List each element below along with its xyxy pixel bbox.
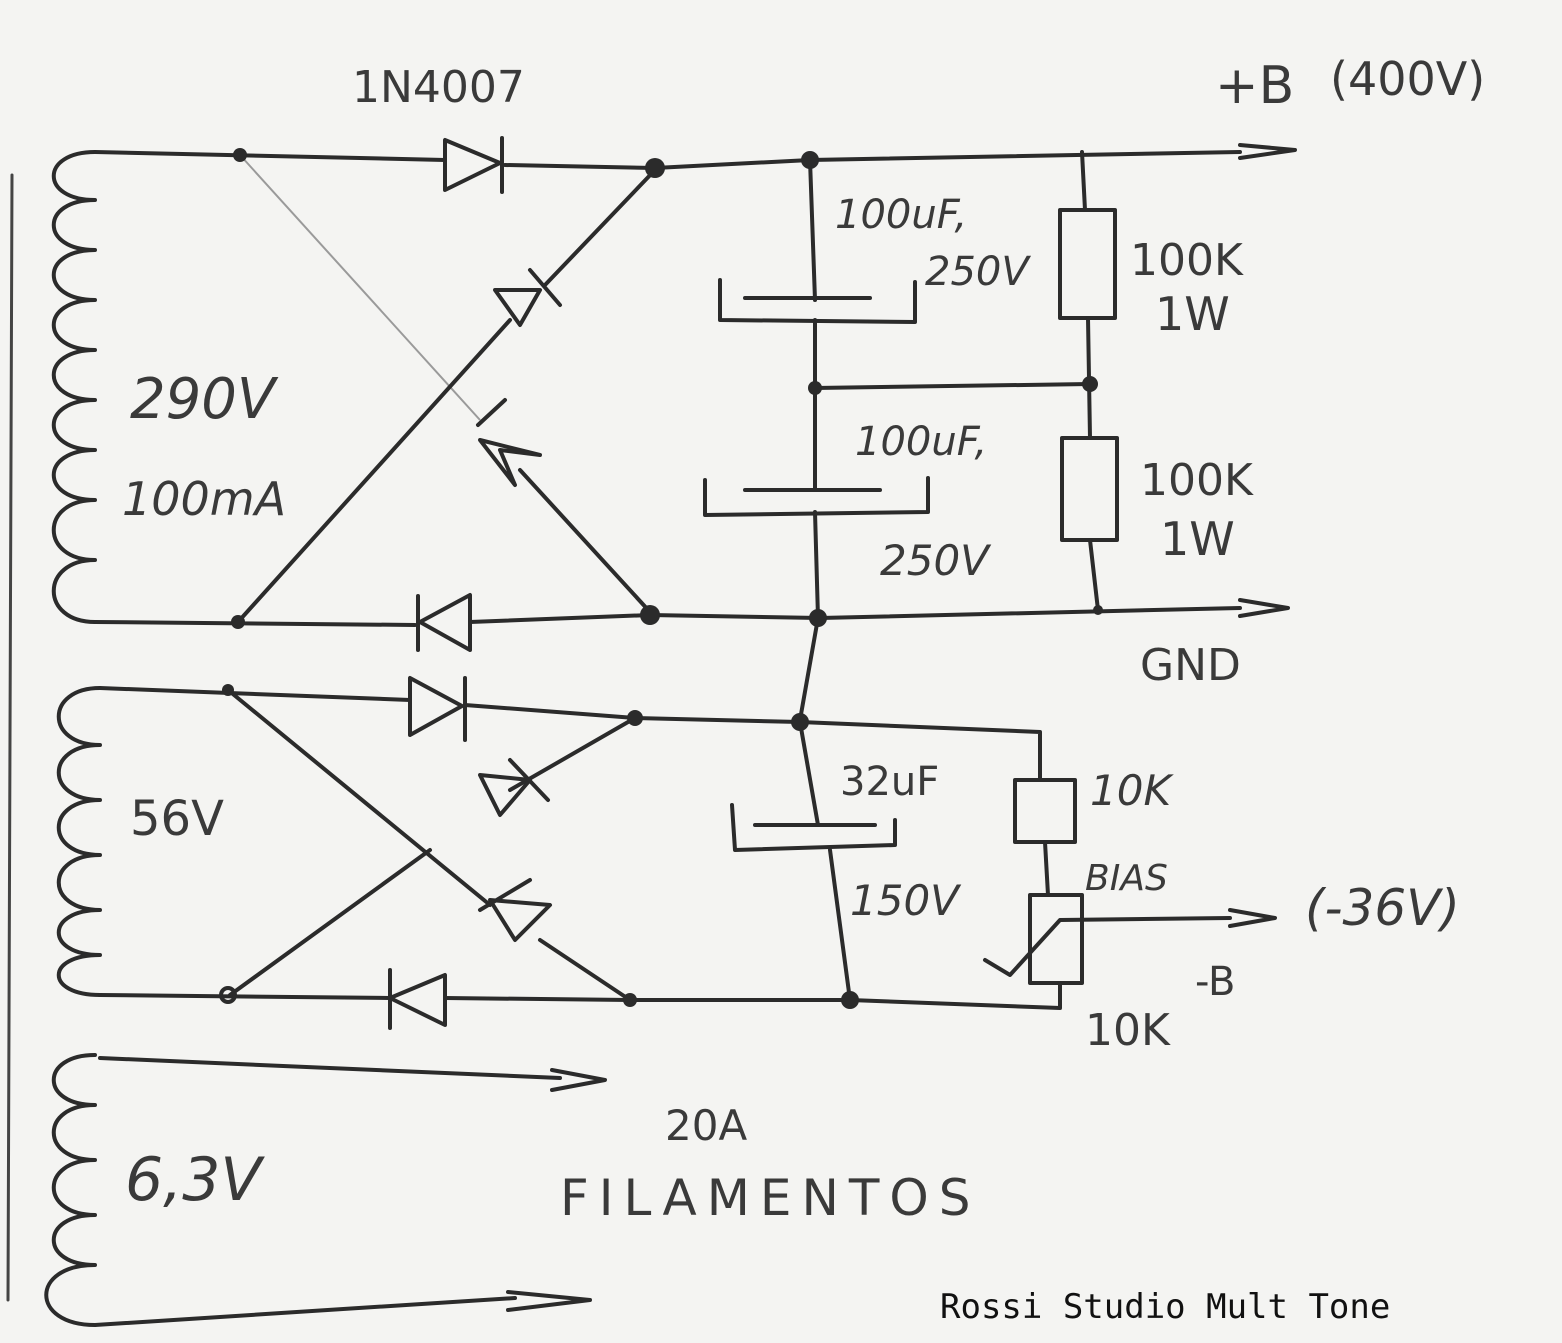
b-plus-rail [503,150,1242,170]
bias-voltage-label: (-36V) [1305,879,1460,937]
res3-value-label: 10K [1090,766,1174,815]
cap1-voltage-label: 250V [925,249,1031,295]
capacitor-c3 [730,803,897,852]
diode-d2 [493,268,562,327]
b-plus-arrow [1238,143,1297,160]
cap2-voltage-label: 250V [880,536,992,585]
diode-d6 [478,758,550,817]
capacitor-c1 [718,278,917,324]
junction-dots [219,148,1103,1009]
pot-value-label: 10K [1085,1005,1171,1056]
gnd-rail [468,606,1242,624]
b-plus-voltage-label: (400V) [1330,52,1485,106]
hv-secondary-winding [51,150,97,624]
heater-current-label: 20A [665,1101,747,1150]
resistor-r1 [1058,208,1117,320]
cap1-value-label: 100uF, [835,192,967,238]
bias-potentiometer [1028,893,1084,985]
bias-winding-voltage-label: 56V [130,791,224,847]
gnd-arrow [1238,598,1290,618]
diode-d3 [476,398,542,487]
heater-label: FILAMENTOS [560,1169,980,1227]
diode-d4 [416,593,472,652]
heater-arrow-top [550,1068,607,1092]
bias-label: BIAS [1085,858,1168,899]
heater-arrow-bottom [506,1290,592,1312]
cap3-voltage-label: 150V [850,876,962,925]
bias-secondary-winding [56,686,102,997]
cap3-value-label: 32uF [840,759,939,805]
res1-value-label: 100K [1130,235,1244,286]
minus-b-arrow [1228,908,1277,928]
res2-power-label: 1W [1160,512,1235,566]
heater-voltage-label: 6,3V [125,1145,265,1215]
b-minus-label: -B [1195,959,1235,1005]
res1-power-label: 1W [1155,287,1230,341]
credit-label: Rossi Studio Mult Tone [940,1287,1390,1327]
gnd-label: GND [1140,640,1241,691]
diode-d8 [388,968,447,1030]
cap2-value-label: 100uF, [855,419,987,465]
resistor-r2 [1060,436,1119,542]
res2-value-label: 100K [1140,455,1254,506]
diode-part-label: 1N4007 [352,62,525,113]
hv-winding-current-label: 100mA [122,472,286,526]
transformer-core [6,173,14,1302]
diode-d7 [478,878,552,942]
diode-d1 [443,136,504,194]
hv-winding-voltage-label: 290V [130,367,279,432]
diode-d5 [408,676,467,742]
hv-top-wire [93,150,447,162]
b-plus-label: +B [1215,56,1294,116]
heater-winding [44,1053,97,1327]
hv-cross-wire-a [239,154,481,421]
resistor-r3 [1013,778,1077,844]
